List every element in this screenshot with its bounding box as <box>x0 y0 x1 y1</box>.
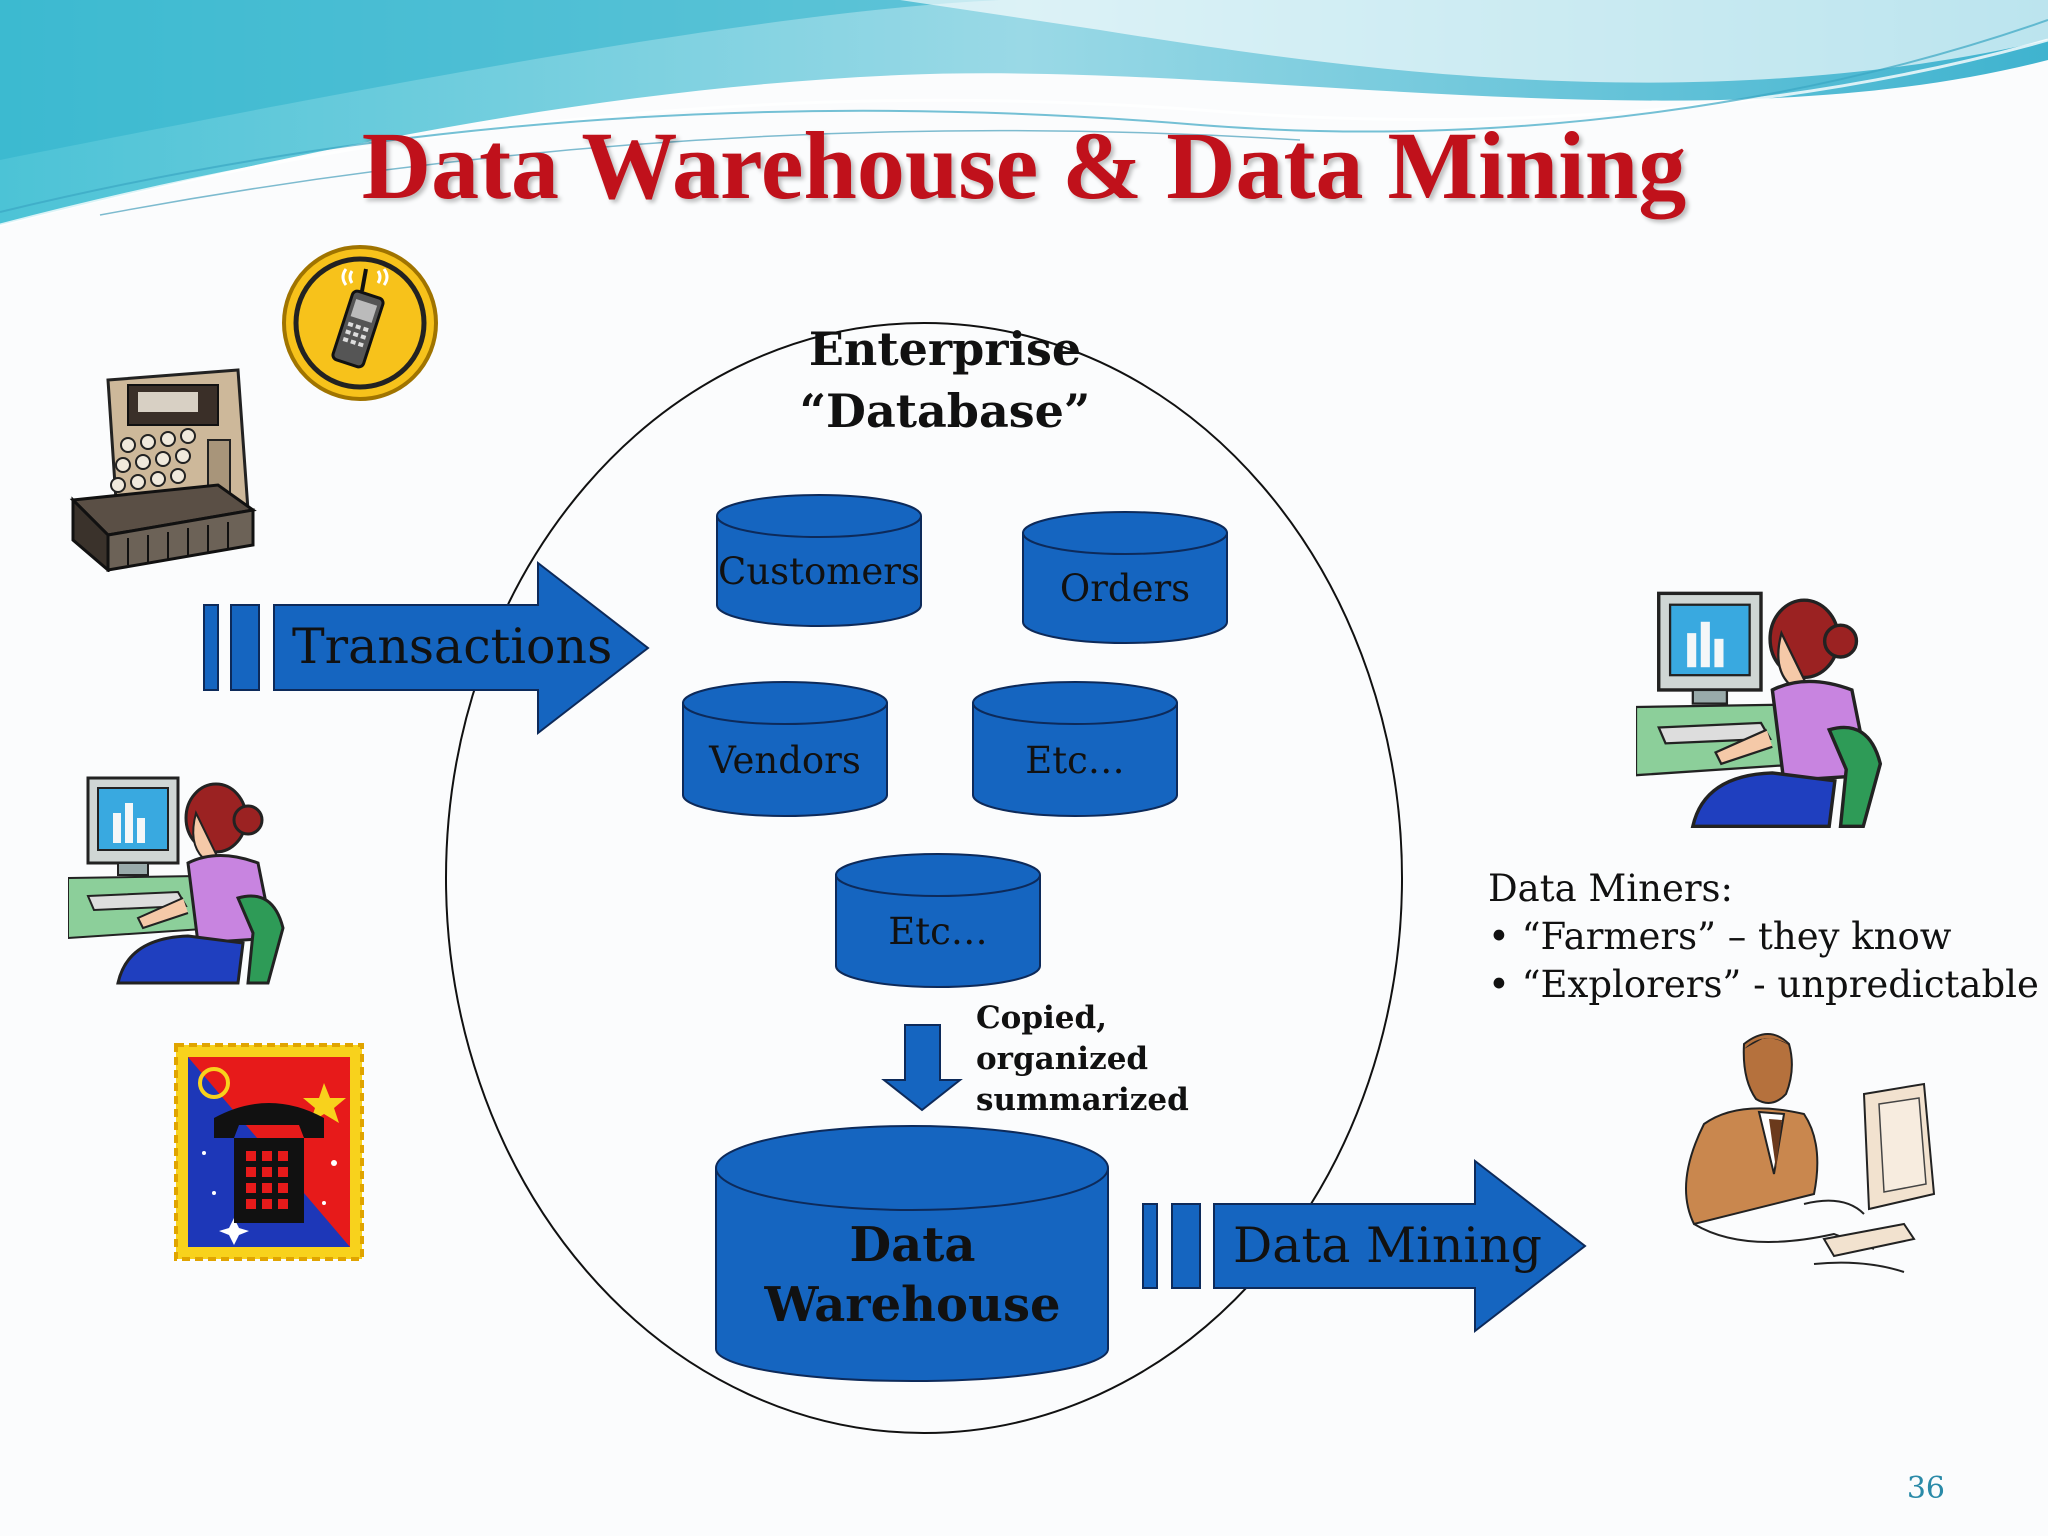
enterprise-heading: Enterprise “Database” <box>770 318 1120 442</box>
data-miners-text: Data Miners: • “Farmers” – they know • “… <box>1488 865 2039 1009</box>
enterprise-ellipse <box>445 322 1403 1434</box>
db-cylinder-etc-2 <box>835 853 1041 988</box>
db-label-vendors: Vendors <box>709 739 861 782</box>
db-label-etc-1: Etc… <box>1025 739 1125 782</box>
copied-line2: organized <box>976 1041 1149 1077</box>
db-cylinder-vendors <box>682 681 888 817</box>
data-miners-heading: Data Miners: <box>1488 867 1733 910</box>
enterprise-heading-line2: “Database” <box>799 384 1091 438</box>
db-label-etc-2: Etc… <box>888 910 988 953</box>
copied-line3: summarized <box>976 1082 1189 1118</box>
page-number: 36 <box>1906 1471 1945 1506</box>
header-wave <box>0 0 2048 227</box>
cash-register-icon <box>69 368 257 572</box>
slide-title: Data Warehouse & Data Mining <box>361 112 1687 219</box>
warehouse-label: Data Warehouse <box>715 1215 1110 1335</box>
copied-line1: Copied, <box>976 1000 1107 1036</box>
transactions-label: Transactions <box>292 618 613 675</box>
data-miners-item-explorers: • “Explorers” - unpredictable <box>1488 963 2039 1006</box>
copied-label: Copied, organized summarized <box>976 998 1189 1121</box>
warehouse-line2: Warehouse <box>764 1277 1061 1333</box>
transactions-arrow <box>203 560 650 736</box>
copy-down-arrow <box>881 1024 963 1112</box>
data-mining-arrow <box>1142 1158 1587 1334</box>
woman-computer-icon <box>68 776 285 985</box>
cellphone-icon <box>282 245 438 401</box>
woman-computer-icon-right <box>1636 591 1883 829</box>
telephone-stamp-icon <box>174 1043 364 1261</box>
warehouse-line1: Data <box>849 1217 976 1273</box>
db-cylinder-warehouse <box>715 1125 1109 1382</box>
data-mining-label: Data Mining <box>1233 1217 1542 1274</box>
man-computer-icon <box>1685 1033 1936 1273</box>
db-cylinder-orders <box>1022 511 1228 644</box>
db-cylinder-etc-1 <box>972 681 1178 817</box>
db-label-customers: Customers <box>718 550 920 593</box>
db-cylinder-customers <box>716 494 922 627</box>
data-miners-item-farmers: • “Farmers” – they know <box>1488 915 1952 958</box>
db-label-orders: Orders <box>1059 567 1191 610</box>
enterprise-heading-line1: Enterprise <box>808 322 1082 376</box>
